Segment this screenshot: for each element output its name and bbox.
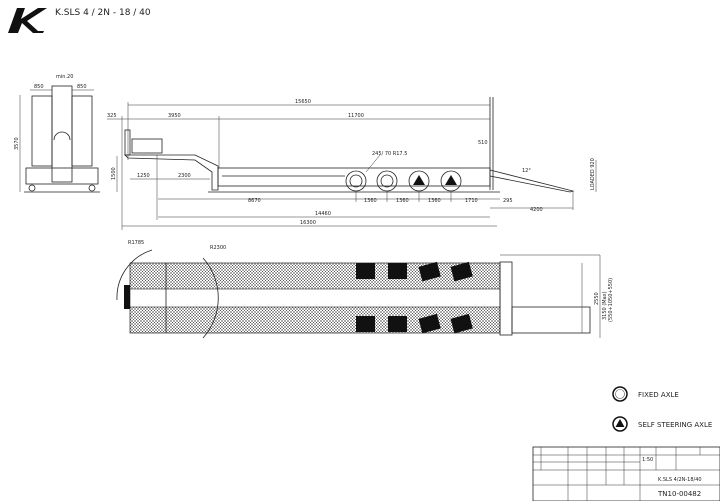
radius-r1785: R1785 — [128, 240, 144, 246]
dim-850-left: 850 — [34, 84, 44, 90]
fixed-axle-icon — [612, 386, 628, 402]
dim-3950: 3950 — [168, 113, 181, 119]
legend-self-steering-axle: SELF STEERING AXLE — [638, 421, 712, 429]
dim-11700: 11700 — [348, 113, 364, 119]
dim-2300: 2300 — [178, 173, 191, 179]
model-title: K.SLS 4 / 2N - 18 / 40 — [55, 8, 151, 18]
dim-325: 325 — [107, 113, 117, 119]
ramp-detail: (550+1050+550) — [608, 278, 614, 322]
dim-axle-2: 1360 — [396, 198, 409, 204]
kassbohrer-logo — [8, 8, 47, 33]
dim-axle-3: 1360 — [428, 198, 441, 204]
dim-1500: 1500 — [111, 167, 117, 180]
side-view — [107, 97, 597, 230]
wheel-fixed-2 — [376, 170, 398, 192]
tyre-spec: 245/ 70 R17.5 — [372, 151, 407, 157]
dim-510: 510 — [478, 140, 488, 146]
dim-axle-1: 1360 — [364, 198, 377, 204]
dim-15650: 15650 — [295, 99, 311, 105]
wheel-steering-1 — [408, 170, 430, 192]
dim-850-right: 850 — [77, 84, 87, 90]
title-block — [532, 446, 720, 501]
dim-1710: 1710 — [465, 198, 478, 204]
loaded-height: LOADED 920 — [590, 158, 596, 190]
plan-view — [116, 249, 601, 339]
dim-8670: 8670 — [248, 198, 261, 204]
legend-fixed-axle: FIXED AXLE — [638, 391, 679, 399]
front-view — [19, 85, 100, 193]
drawing-title: K.SLS 4/2N-18/40 — [658, 477, 702, 483]
radius-r2300: R2300 — [210, 245, 226, 251]
drawing-number: TN10-00482 — [657, 490, 701, 498]
dim-3570: 3570 — [14, 137, 20, 150]
dim-2550: 2550 — [594, 292, 600, 305]
self-steering-axle-icon — [612, 416, 628, 432]
dim-1250: 1250 — [137, 173, 150, 179]
wheel-steering-2 — [440, 170, 462, 192]
dim-4200: 4200 — [530, 207, 543, 213]
dim-14460: 14460 — [315, 211, 331, 217]
center-note: min.20 — [56, 74, 73, 80]
dim-16300: 16300 — [300, 220, 316, 226]
ramp-angle: 12° — [522, 168, 531, 174]
wheel-fixed-1 — [345, 170, 367, 192]
dim-295: 295 — [503, 198, 513, 204]
scale-value: 1:50 — [642, 457, 653, 463]
ramp-width: 3150 (Max) — [602, 291, 608, 320]
